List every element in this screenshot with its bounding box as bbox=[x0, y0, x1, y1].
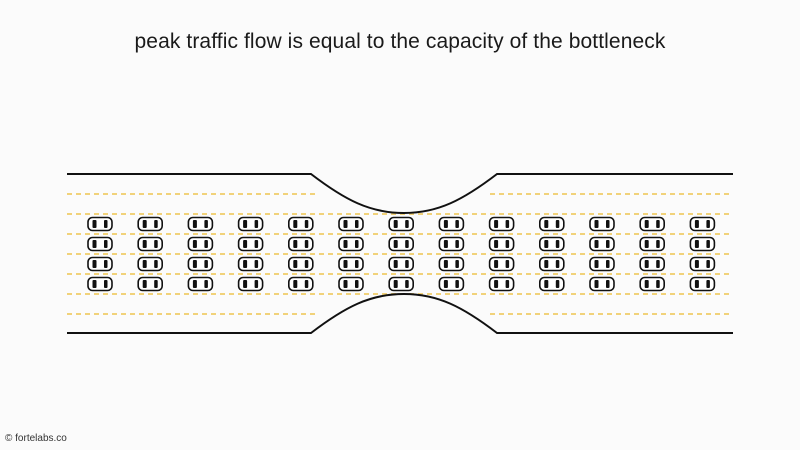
car-icon bbox=[689, 216, 716, 232]
car-icon bbox=[237, 256, 264, 272]
copyright-credit: © fortelabs.co bbox=[5, 433, 67, 444]
car-icon bbox=[287, 256, 314, 272]
car-icon bbox=[488, 256, 515, 272]
car-icon bbox=[388, 216, 415, 232]
car-icon bbox=[338, 236, 364, 252]
car-icon bbox=[438, 236, 465, 252]
car-icon bbox=[237, 236, 264, 252]
car-icon bbox=[488, 236, 515, 252]
car-icon bbox=[438, 216, 465, 232]
car-icon bbox=[538, 276, 565, 292]
car-icon bbox=[388, 276, 415, 292]
car-icon bbox=[639, 216, 666, 232]
diagram-title: peak traffic flow is equal to the capaci… bbox=[134, 30, 666, 53]
car-icon bbox=[338, 276, 364, 292]
car-icon bbox=[237, 216, 264, 232]
car-icon bbox=[287, 216, 314, 232]
car-icon bbox=[137, 276, 163, 292]
car-icon bbox=[388, 256, 415, 272]
car-icon bbox=[287, 276, 314, 292]
car-icon bbox=[689, 256, 716, 272]
road-bottom-edge bbox=[67, 292, 733, 334]
car-icon bbox=[589, 236, 615, 252]
car-icon bbox=[689, 236, 716, 252]
road-edges bbox=[67, 173, 733, 334]
car-icon bbox=[639, 236, 666, 252]
car-icon bbox=[388, 236, 415, 252]
car-icon bbox=[287, 236, 314, 252]
car-icon bbox=[338, 256, 364, 272]
car-icon bbox=[187, 236, 214, 252]
car-icon bbox=[689, 276, 716, 292]
car-icon bbox=[488, 216, 515, 232]
car-icon bbox=[187, 216, 214, 232]
cars bbox=[87, 216, 716, 292]
car-icon bbox=[187, 276, 214, 292]
car-icon bbox=[438, 256, 465, 272]
car-icon bbox=[87, 276, 113, 292]
car-icon bbox=[187, 256, 214, 272]
car-icon bbox=[488, 276, 515, 292]
car-icon bbox=[87, 216, 113, 232]
car-icon bbox=[137, 216, 163, 232]
car-icon bbox=[438, 276, 465, 292]
car-icon bbox=[639, 276, 666, 292]
car-icon bbox=[639, 256, 666, 272]
car-icon bbox=[237, 276, 264, 292]
car-icon bbox=[137, 236, 163, 252]
car-icon bbox=[538, 236, 565, 252]
car-icon bbox=[589, 256, 615, 272]
road-top-edge bbox=[67, 173, 733, 215]
car-icon bbox=[87, 256, 113, 272]
car-icon bbox=[137, 256, 163, 272]
car-icon bbox=[87, 236, 113, 252]
car-icon bbox=[538, 216, 565, 232]
car-icon bbox=[538, 256, 565, 272]
car-icon bbox=[338, 216, 364, 232]
car-icon bbox=[589, 276, 615, 292]
car-icon bbox=[589, 216, 615, 232]
